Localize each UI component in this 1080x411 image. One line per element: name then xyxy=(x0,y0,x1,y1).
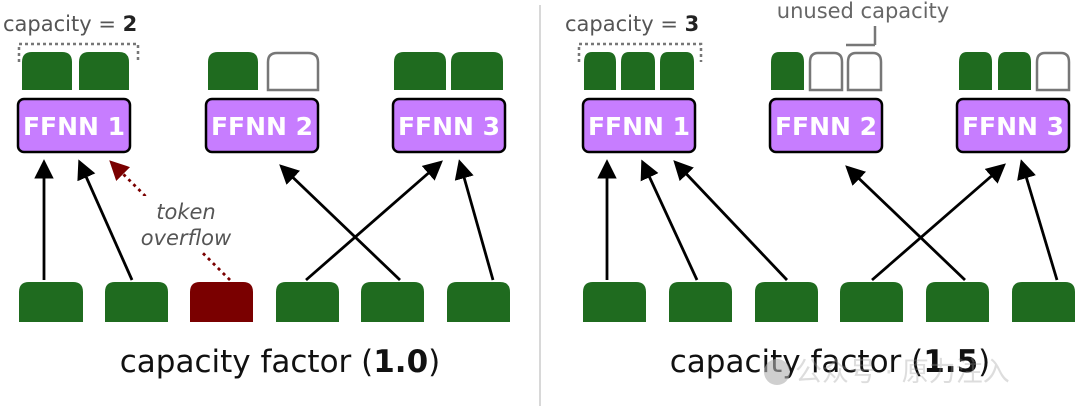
slot-filled xyxy=(22,52,72,90)
slot-filled xyxy=(208,52,258,90)
expert-box-2 xyxy=(768,97,884,154)
arrow-icon xyxy=(454,159,495,281)
annotation-bg xyxy=(134,196,234,252)
overflow-annotation-line1: token xyxy=(156,200,215,224)
watermark: 公众号 · 原力注入 xyxy=(764,357,1010,388)
left-panel: capacity = 2 FFNN 1 FFNN 2 FFNN 3 token … xyxy=(3,12,510,380)
slot-empty xyxy=(846,51,883,92)
token-block-icon xyxy=(105,282,168,322)
right-capacity-bracket xyxy=(577,42,703,62)
slot-empty xyxy=(1035,51,1071,92)
slot-filled xyxy=(621,52,655,90)
token-block-icon xyxy=(669,282,732,322)
left-capacity-bracket xyxy=(17,42,140,62)
expert-box-2 xyxy=(204,97,320,154)
token-block-icon xyxy=(447,282,510,322)
slot-filled xyxy=(998,52,1031,90)
arrow-icon xyxy=(673,160,789,281)
watermark-text: 公众号 · 原力注入 xyxy=(795,357,1010,388)
right-capacity-factor: capacity factor (1.5) xyxy=(670,344,991,380)
expert-label: FFNN 3 xyxy=(398,112,500,141)
watermark-logo-icon xyxy=(764,359,790,385)
slot-filled xyxy=(394,52,446,90)
overflow-annotation-line2: overflow xyxy=(141,226,232,250)
left-capacity-factor: capacity factor (1.0) xyxy=(120,344,441,380)
token-block-icon xyxy=(755,282,818,322)
expert-box-3 xyxy=(955,97,1071,154)
arrow-icon xyxy=(77,159,134,281)
right-capacity-label: capacity = 3 xyxy=(565,12,699,36)
left-capacity-label: capacity = 2 xyxy=(3,12,137,36)
expert-label: FFNN 3 xyxy=(962,112,1064,141)
arrow-icon xyxy=(845,165,966,282)
arrow-icon xyxy=(640,159,699,281)
expert-label: FFNN 2 xyxy=(775,112,877,141)
slot-filled xyxy=(584,52,616,90)
expert-label: FFNN 1 xyxy=(588,112,690,141)
expert-label: FFNN 2 xyxy=(211,112,313,141)
token-block-icon xyxy=(583,282,646,322)
slot-empty xyxy=(808,51,844,92)
arrow-icon xyxy=(305,160,443,282)
arrow-icon xyxy=(1017,159,1059,281)
token-block-icon xyxy=(276,282,339,322)
slot-filled xyxy=(451,52,503,90)
arrow-icon xyxy=(279,164,401,282)
expert-box-1 xyxy=(16,97,132,154)
token-block-icon xyxy=(926,282,989,322)
expert-box-1 xyxy=(581,97,697,154)
slot-filled xyxy=(79,52,129,90)
slot-filled xyxy=(959,52,992,90)
right-panel: capacity = 3 unused capacity FFNN 1 FFNN… xyxy=(565,0,1075,380)
overflow-token-icon xyxy=(190,282,253,322)
arrow-icon xyxy=(871,163,1006,282)
token-block-icon xyxy=(840,282,903,322)
expert-box-3 xyxy=(391,97,507,154)
token-block-icon xyxy=(1012,282,1075,322)
token-block-icon xyxy=(19,282,83,322)
slot-filled xyxy=(771,52,804,90)
unused-capacity-label: unused capacity xyxy=(777,0,949,23)
expert-label: FFNN 1 xyxy=(23,112,125,141)
slot-filled xyxy=(660,52,694,90)
slot-empty xyxy=(266,51,320,92)
token-block-icon xyxy=(361,282,424,322)
